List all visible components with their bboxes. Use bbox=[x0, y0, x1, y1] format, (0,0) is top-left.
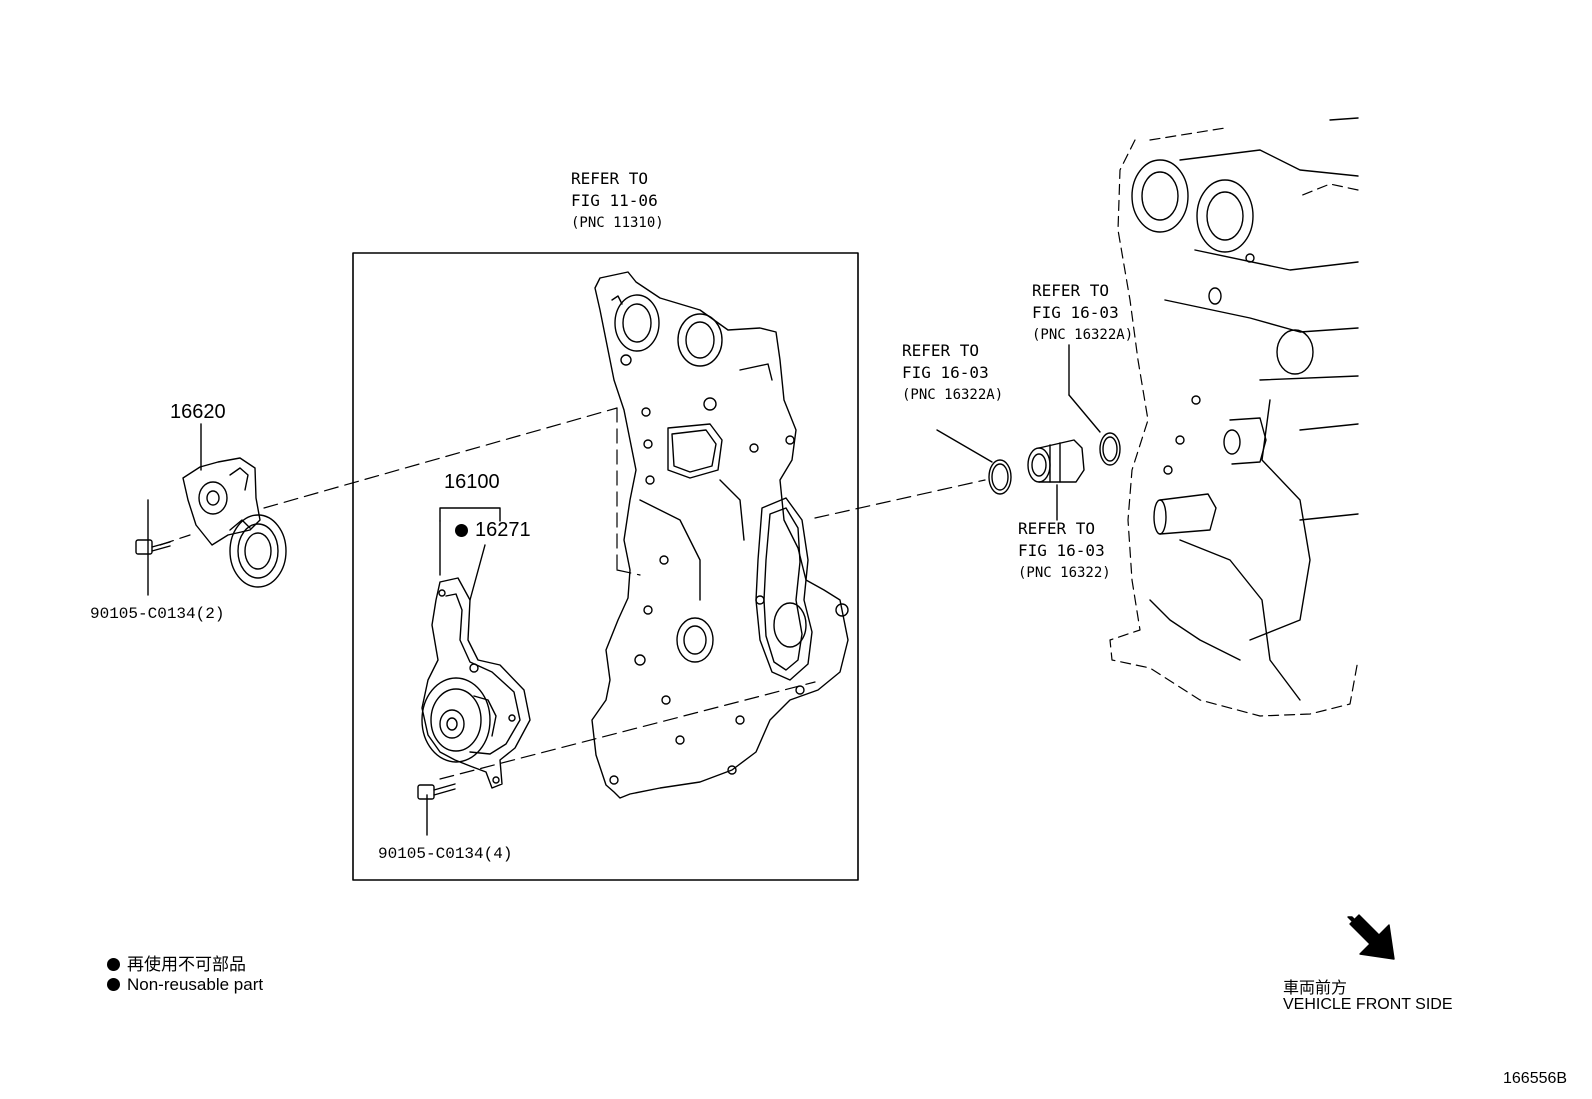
ref-timing-cover: REFER TO FIG 11-06 (PNC 11310) bbox=[571, 168, 664, 234]
o-ring-left-drawing bbox=[988, 459, 1012, 495]
direction-jp: 車両前方 bbox=[1283, 980, 1348, 997]
bolt-tensioner-drawing bbox=[135, 539, 171, 555]
legend-en-text: Non-reusable part bbox=[127, 975, 264, 994]
alignment-dashes bbox=[159, 407, 986, 780]
ref-timing-cover-line3: (PNC 11310) bbox=[571, 215, 664, 231]
ref-oring-left: REFER TO FIG 16-03 (PNC 16322A) bbox=[902, 340, 1003, 406]
non-reusable-dot-icon bbox=[455, 524, 468, 537]
part-number-bolt-tensioner: 90105-C0134(2) bbox=[90, 605, 225, 623]
legend-dot-icon bbox=[107, 978, 120, 991]
ref-oring-right-line2: FIG 16-03 bbox=[1032, 303, 1119, 322]
bolt-pump-drawing bbox=[417, 783, 456, 800]
ref-oring-left-line1: REFER TO bbox=[902, 341, 980, 360]
legend-jp-text: 再使用不可部品 bbox=[127, 955, 246, 974]
ref-water-inlet-line2: FIG 16-03 bbox=[1018, 541, 1105, 560]
ref-timing-cover-line2: FIG 11-06 bbox=[571, 191, 658, 210]
direction-en: VEHICLE FRONT SIDE bbox=[1283, 996, 1453, 1013]
engine-block-drawing bbox=[1109, 117, 1359, 717]
belt-tensioner-drawing bbox=[182, 457, 287, 588]
vehicle-front-arrow-icon bbox=[1347, 914, 1395, 960]
part-number-bolt-pump: 90105-C0134(4) bbox=[378, 845, 513, 863]
part-number-gasket: 16271 bbox=[455, 519, 531, 542]
legend-dot-icon bbox=[107, 958, 120, 971]
leader-lines bbox=[147, 344, 1101, 836]
assembly-frame bbox=[352, 252, 859, 881]
ref-oring-right-line3: (PNC 16322A) bbox=[1032, 327, 1134, 343]
ref-timing-cover-line1: REFER TO bbox=[571, 169, 649, 188]
water-pump-drawing bbox=[421, 577, 531, 789]
ref-oring-right-line1: REFER TO bbox=[1032, 281, 1110, 300]
o-ring-right-drawing bbox=[1099, 432, 1121, 466]
timing-cover-drawing bbox=[591, 271, 849, 799]
ref-oring-right: REFER TO FIG 16-03 (PNC 16322A) bbox=[1032, 280, 1133, 346]
ref-oring-left-line2: FIG 16-03 bbox=[902, 363, 989, 382]
figure-id: 166556B bbox=[1503, 1070, 1568, 1087]
ref-water-inlet: REFER TO FIG 16-03 (PNC 16322) bbox=[1018, 518, 1111, 584]
ref-oring-left-line3: (PNC 16322A) bbox=[902, 387, 1004, 403]
legend-jp: 再使用不可部品 bbox=[107, 950, 246, 975]
ref-water-inlet-line1: REFER TO bbox=[1018, 519, 1096, 538]
part-number-water-pump: 16100 bbox=[444, 471, 500, 493]
ref-water-inlet-line3: (PNC 16322) bbox=[1018, 565, 1111, 581]
water-inlet-drawing bbox=[1027, 439, 1085, 483]
legend-en: Non-reusable part bbox=[107, 975, 263, 995]
part-number-gasket-text: 16271 bbox=[475, 519, 531, 541]
part-number-tensioner: 16620 bbox=[170, 401, 226, 423]
